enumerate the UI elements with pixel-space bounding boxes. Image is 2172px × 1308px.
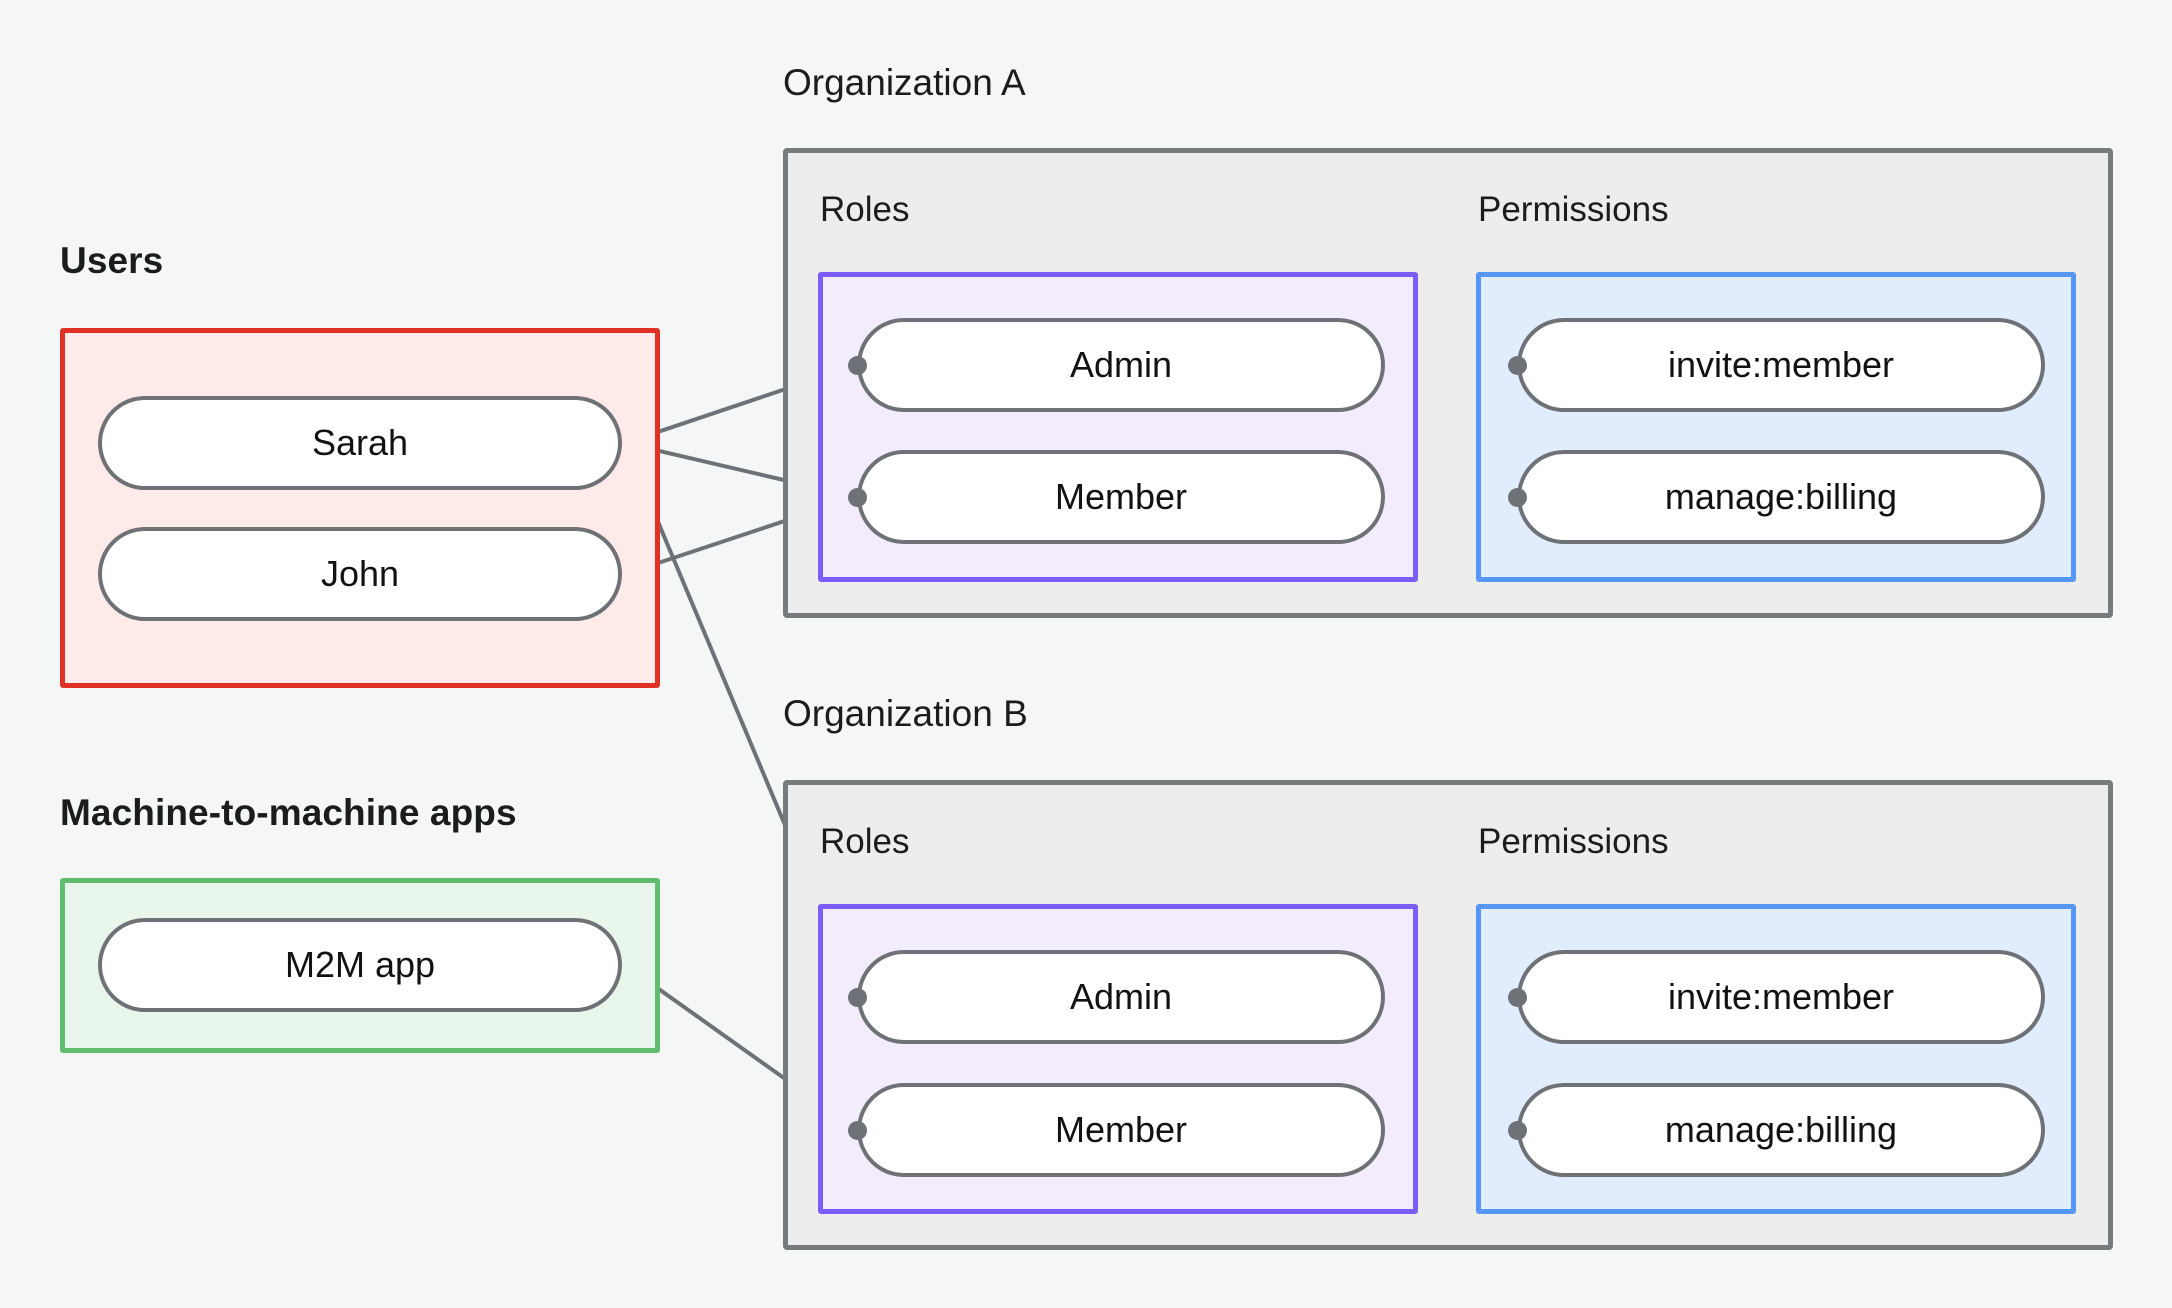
node-org-a-manage-billing[interactable]: manage:billing [1517, 450, 2045, 544]
node-org-a-admin[interactable]: Admin [857, 318, 1385, 412]
org-b-permissions-label: Permissions [1478, 822, 1669, 861]
users-group-label: Users [60, 240, 164, 281]
node-org-a-invite-member[interactable]: invite:member [1517, 318, 2045, 412]
users-group-box [60, 328, 660, 688]
org-a-permissions-label: Permissions [1478, 190, 1669, 229]
connector-dot-org-a-invite [1508, 356, 1527, 375]
node-john[interactable]: John [98, 527, 622, 621]
m2m-group-label: Machine-to-machine apps [60, 792, 517, 833]
org-b-roles-label: Roles [820, 822, 910, 861]
connector-dot-org-b-invite [1508, 988, 1527, 1007]
node-org-b-invite-member[interactable]: invite:member [1517, 950, 2045, 1044]
node-org-b-admin[interactable]: Admin [857, 950, 1385, 1044]
org-a-roles-label: Roles [820, 190, 910, 229]
node-org-b-member[interactable]: Member [857, 1083, 1385, 1177]
connector-dot-org-b-member [848, 1121, 867, 1140]
node-org-b-manage-billing[interactable]: manage:billing [1517, 1083, 2045, 1177]
connector-dot-org-b-billing [1508, 1121, 1527, 1140]
org-b-title: Organization B [783, 693, 1028, 734]
node-org-a-member[interactable]: Member [857, 450, 1385, 544]
org-a-title: Organization A [783, 62, 1026, 103]
connector-dot-org-b-admin [848, 988, 867, 1007]
connector-dot-org-a-billing [1508, 488, 1527, 507]
connector-dot-org-a-admin [848, 356, 867, 375]
node-m2m-app[interactable]: M2M app [98, 918, 622, 1012]
node-sarah[interactable]: Sarah [98, 396, 622, 490]
connector-dot-org-a-member [848, 488, 867, 507]
